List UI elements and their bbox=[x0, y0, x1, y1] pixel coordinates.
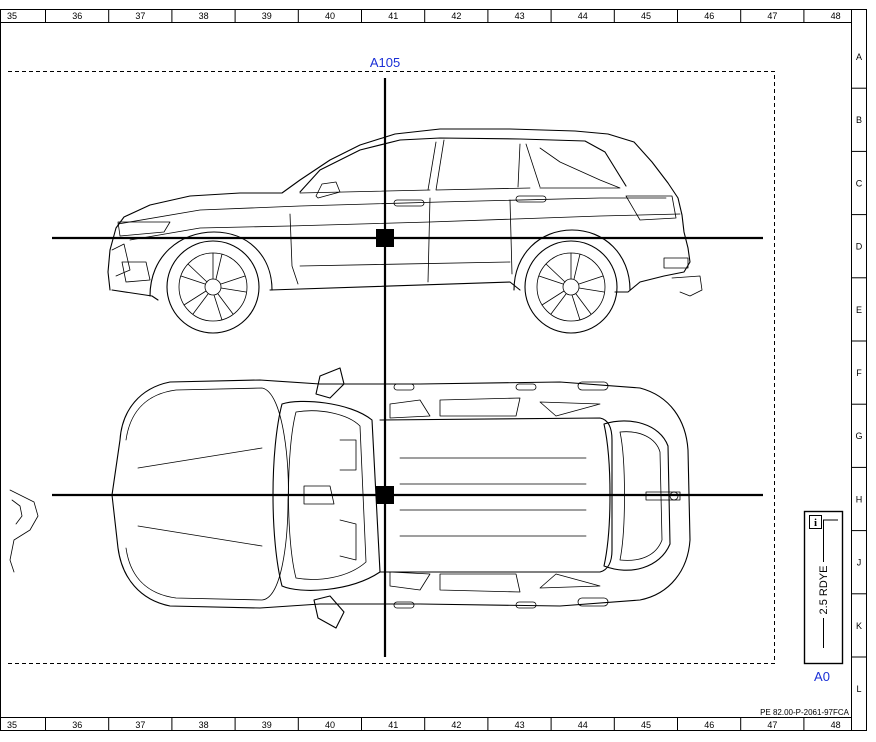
top-column-label: 39 bbox=[262, 11, 272, 21]
component-boundary bbox=[8, 71, 775, 664]
row-label: A bbox=[856, 52, 862, 62]
bottom-column-label: 46 bbox=[704, 720, 714, 730]
reference-label-top: A105 bbox=[370, 55, 400, 70]
top-column-label: 37 bbox=[135, 11, 145, 21]
row-label: H bbox=[856, 494, 863, 504]
info-box-frame bbox=[803, 510, 844, 665]
bottom-column-label: 45 bbox=[641, 720, 651, 730]
reference-label-bottom: A0 bbox=[814, 669, 830, 684]
sheet-frame bbox=[0, 9, 867, 731]
bottom-column-label: 37 bbox=[135, 720, 145, 730]
top-column-label: 40 bbox=[325, 11, 335, 21]
top-column-label: 48 bbox=[831, 11, 841, 21]
top-column-label: 44 bbox=[578, 11, 588, 21]
top-column-label: 41 bbox=[388, 11, 398, 21]
row-label: J bbox=[857, 558, 862, 568]
bottom-column-label: 41 bbox=[388, 720, 398, 730]
row-label: F bbox=[856, 368, 862, 378]
top-column-label: 45 bbox=[641, 11, 651, 21]
top-column-label: 35 bbox=[7, 11, 17, 21]
bottom-column-label: 43 bbox=[515, 720, 525, 730]
bottom-column-label: 40 bbox=[325, 720, 335, 730]
bottom-column-labels: 35 36 37 38 39 40 41 42 43 44 45 46 47 48 bbox=[7, 718, 841, 731]
bottom-column-label: 48 bbox=[831, 720, 841, 730]
row-label: D bbox=[856, 242, 863, 252]
row-label: G bbox=[855, 431, 862, 441]
bottom-column-label: 47 bbox=[767, 720, 777, 730]
document-code: PE 82.00-P-2061-97FCA bbox=[760, 708, 850, 717]
vehicle-side-view bbox=[107, 128, 703, 334]
bottom-column-label: 35 bbox=[7, 720, 17, 730]
top-column-label: 36 bbox=[72, 11, 82, 21]
row-label: K bbox=[856, 621, 862, 631]
position-marker-top bbox=[376, 486, 394, 504]
top-column-label: 43 bbox=[515, 11, 525, 21]
top-column-labels: 35 36 37 38 39 40 41 42 43 44 45 46 47 48 bbox=[7, 9, 841, 22]
wire-info-box: i 2.5 RDYE bbox=[803, 510, 844, 665]
row-label: B bbox=[856, 115, 862, 125]
bottom-column-label: 44 bbox=[578, 720, 588, 730]
row-label: L bbox=[856, 684, 861, 694]
position-marker-side bbox=[376, 229, 394, 247]
top-column-label: 42 bbox=[451, 11, 461, 21]
connector-crosshairs bbox=[52, 78, 763, 657]
wire-spec-text: 2.5 RDYE bbox=[818, 566, 830, 615]
top-column-label: 46 bbox=[704, 11, 714, 21]
row-labels: A B C D E F G H J K L bbox=[851, 52, 867, 694]
bottom-column-label: 42 bbox=[451, 720, 461, 730]
vehicle-top-view bbox=[9, 367, 691, 629]
row-label: C bbox=[856, 178, 863, 188]
bottom-column-label: 38 bbox=[199, 720, 209, 730]
bottom-column-label: 39 bbox=[262, 720, 272, 730]
info-icon: i bbox=[809, 515, 822, 529]
top-column-label: 47 bbox=[767, 11, 777, 21]
svg-text:i: i bbox=[814, 517, 817, 529]
row-label: E bbox=[856, 305, 862, 315]
top-column-label: 38 bbox=[199, 11, 209, 21]
bottom-column-label: 36 bbox=[72, 720, 82, 730]
